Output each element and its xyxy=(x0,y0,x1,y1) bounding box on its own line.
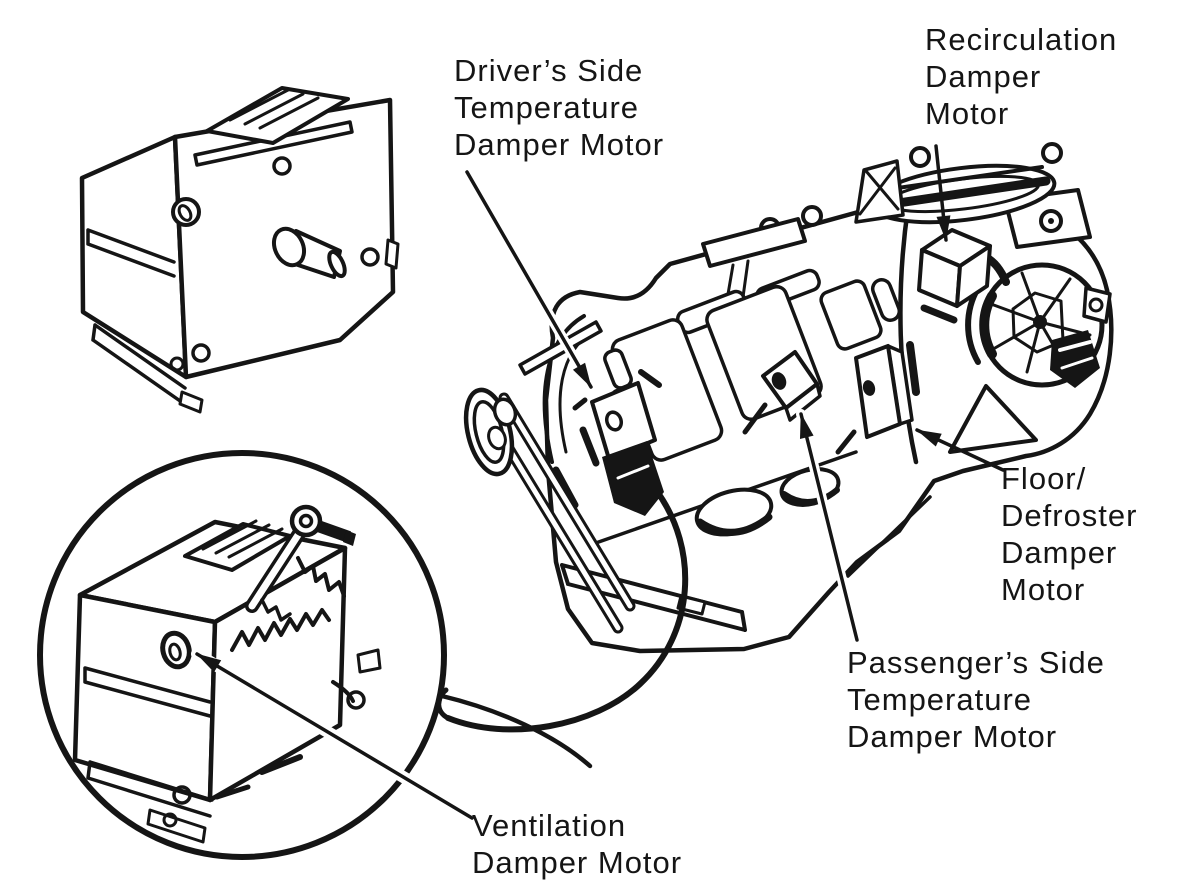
air-intake-oval xyxy=(854,142,1063,225)
ventilation-damper-motor-drawing xyxy=(72,504,382,844)
floor-defroster-leader-line xyxy=(915,428,1005,472)
label-drivers-side-temperature-damper-motor: Driver’s Side Temperature Damper Motor xyxy=(454,53,665,162)
standalone-damper-motor-drawing xyxy=(79,86,400,414)
callout-tail xyxy=(436,487,689,769)
heater-pipes xyxy=(463,387,636,634)
recirculation-damper-motor-drawing xyxy=(917,228,992,324)
drivers-side-damper-motor-drawing xyxy=(518,320,664,516)
label-passengers-side-temperature-damper-motor: Passenger’s Side Temperature Damper Moto… xyxy=(847,645,1105,754)
label-ventilation-damper-motor: Ventilation Damper Motor xyxy=(472,808,683,880)
hvac-unit-drawing xyxy=(542,142,1114,654)
driver-leader-line xyxy=(465,170,593,389)
ventilation-leader-line xyxy=(195,652,474,820)
leader-lines xyxy=(191,144,1005,824)
label-recirculation-damper-motor: Recirculation Damper Motor xyxy=(925,22,1118,131)
floor-defroster-damper-motor-drawing xyxy=(835,344,914,455)
label-floor-defroster-damper-motor: Floor/ Defroster Damper Motor xyxy=(1001,461,1138,607)
passenger-leader-line xyxy=(799,412,859,642)
passenger-damper-motor-drawing xyxy=(742,350,822,435)
ventilation-motor-callout xyxy=(37,450,447,860)
blower-fan xyxy=(946,250,1112,454)
recirculation-leader-line xyxy=(934,144,951,242)
